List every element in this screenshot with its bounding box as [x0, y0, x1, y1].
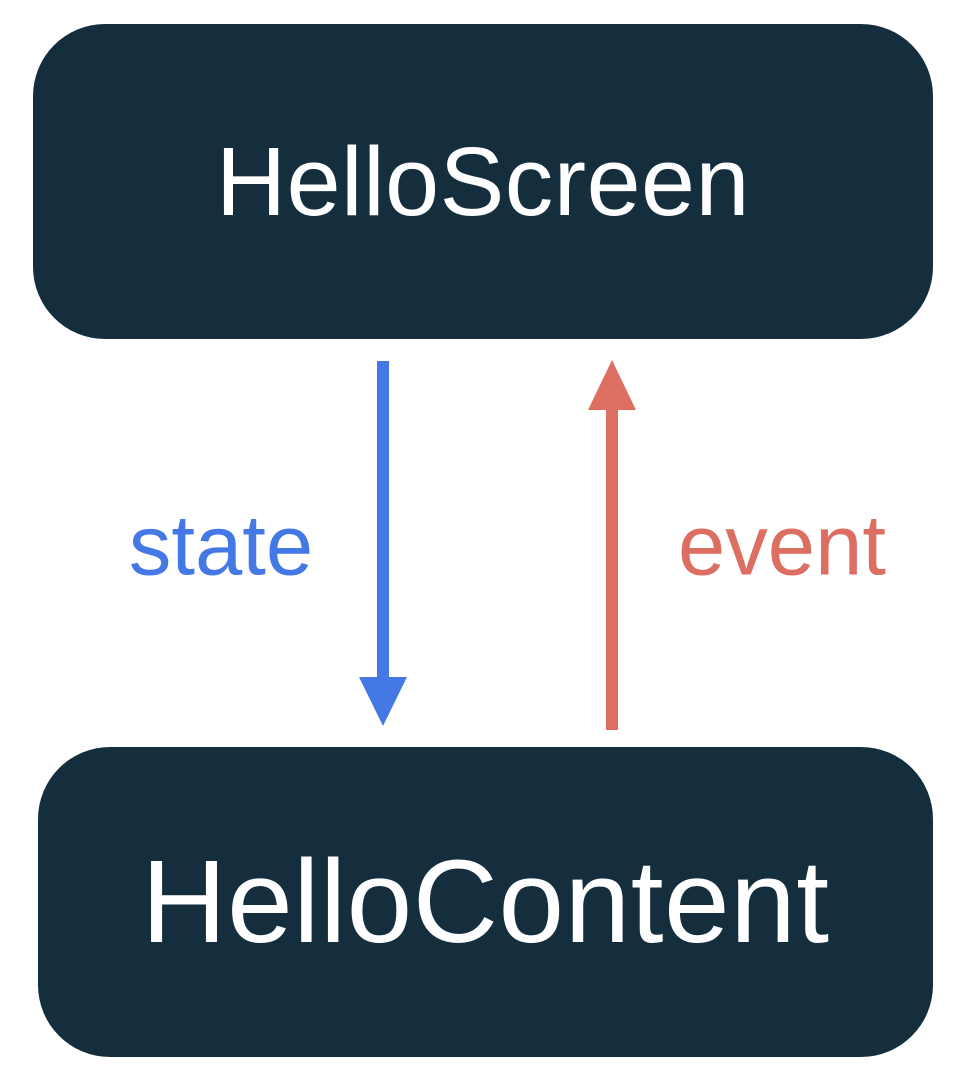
event-arrow-up-icon: [588, 360, 636, 730]
state-edge-label: state: [128, 498, 314, 594]
node-hello-content-label: HelloContent: [141, 836, 830, 968]
node-hello-screen: HelloScreen: [33, 24, 933, 339]
node-hello-screen-label: HelloScreen: [216, 127, 750, 236]
state-arrow-down-icon: [359, 361, 407, 726]
event-edge-label: event: [678, 498, 886, 594]
node-hello-content: HelloContent: [38, 747, 933, 1057]
